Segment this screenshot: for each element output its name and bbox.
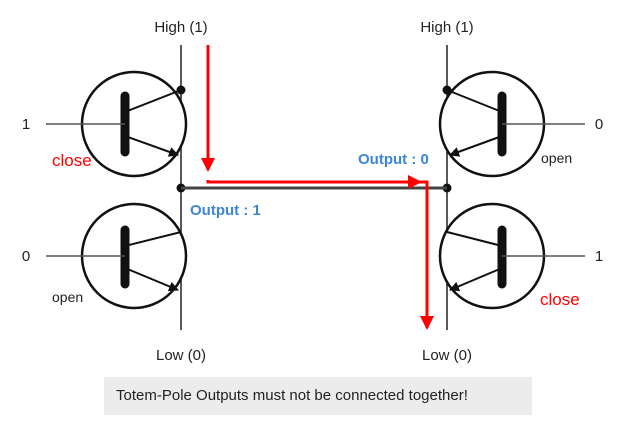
right-totem-pole (438, 45, 585, 330)
current-path (201, 45, 434, 330)
right-ground-label: Low (0) (422, 347, 472, 364)
left-supply-label: High (1) (154, 19, 207, 36)
left-totem-pole (46, 45, 188, 330)
current-arrow-across (206, 175, 422, 189)
left-top-input-label: 1 (22, 116, 30, 133)
right-top-transistor (438, 70, 585, 178)
right-top-input-label: 0 (595, 116, 603, 133)
right-output-label: Output : 0 (358, 151, 429, 168)
right-bottom-input-label: 1 (595, 248, 603, 265)
right-supply-label: High (1) (420, 19, 473, 36)
right-bottom-transistor (438, 202, 585, 310)
left-bottom-input-label: 0 (22, 248, 30, 265)
left-bottom-transistor (46, 202, 188, 310)
left-top-state-label: close (52, 151, 92, 170)
left-top-transistor (46, 70, 188, 178)
right-top-state-label: open (541, 150, 572, 166)
right-bottom-state-label: close (540, 290, 580, 309)
left-ground-label: Low (0) (156, 347, 206, 364)
current-arrow-down-right (415, 180, 434, 330)
left-bottom-state-label: open (52, 289, 83, 305)
warning-caption: Totem-Pole Outputs must not be connected… (104, 377, 532, 415)
left-output-label: Output : 1 (190, 202, 261, 219)
